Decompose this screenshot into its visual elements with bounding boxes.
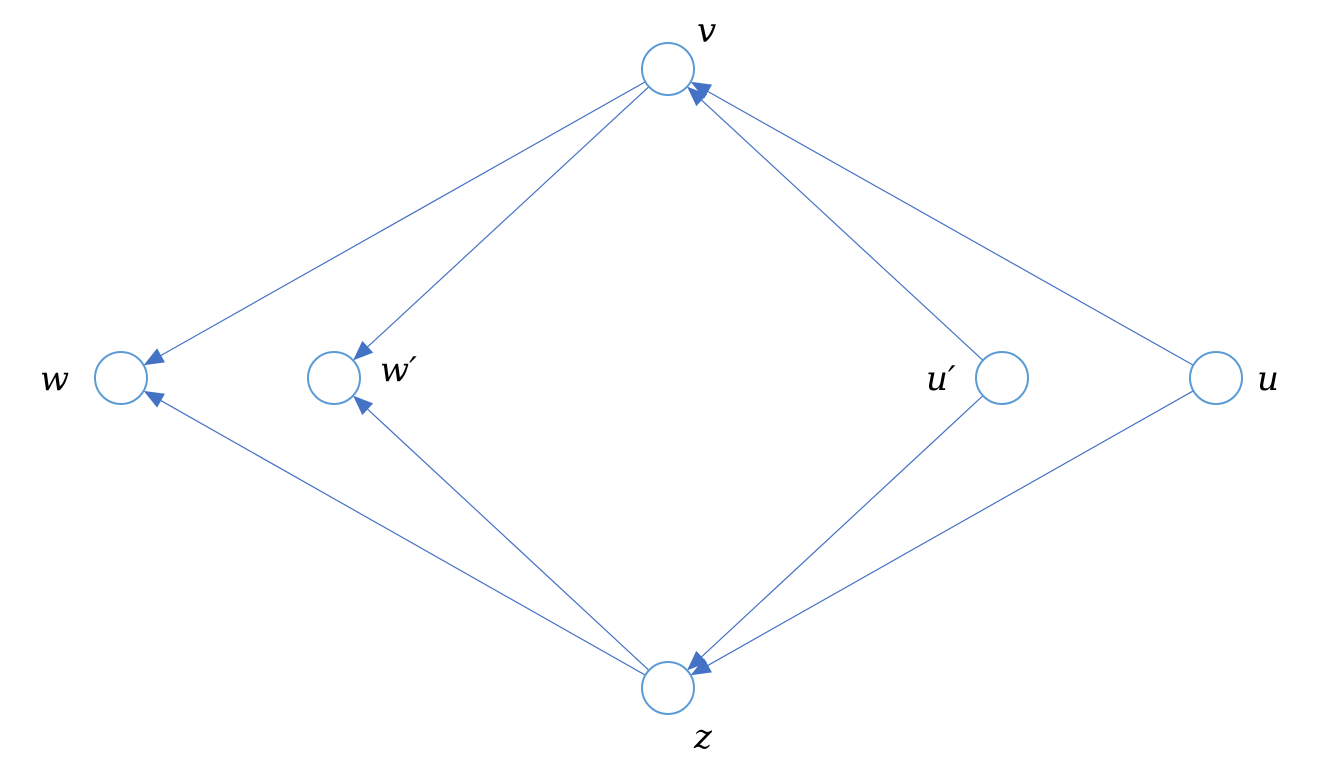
- arrowhead-z-to-w: [143, 390, 165, 408]
- node-label-w: w: [40, 359, 69, 399]
- node-label-v: v: [697, 11, 716, 51]
- edge-z-to-w: [157, 398, 646, 676]
- node-v: [641, 42, 695, 96]
- arrowhead-u_prime-to-z: [687, 650, 708, 671]
- node-u_prime: [975, 351, 1029, 405]
- nodes-layer: [94, 42, 1243, 715]
- edge-v-to-w: [157, 81, 646, 358]
- node-u: [1189, 351, 1243, 405]
- node-label-z: z: [693, 717, 713, 757]
- arrowhead-z-to-w_prime: [353, 395, 374, 416]
- node-label-u: u: [1257, 359, 1279, 399]
- arrowhead-u_prime-to-v: [687, 86, 708, 107]
- node-label-w_prime: w′: [380, 350, 417, 390]
- edges-layer: [143, 81, 1194, 676]
- arrowhead-u-to-z: [690, 658, 712, 676]
- node-z: [641, 661, 695, 715]
- edge-u_prime-to-v: [698, 97, 984, 361]
- node-w_prime: [307, 351, 361, 405]
- arrowhead-v-to-w_prime: [353, 340, 374, 361]
- arrowhead-v-to-w: [143, 348, 165, 366]
- node-w: [94, 351, 148, 405]
- edge-v-to-w_prime: [364, 86, 650, 350]
- edge-u-to-v: [704, 89, 1194, 366]
- node-label-u_prime: u′: [926, 359, 956, 399]
- edge-u-to-z: [704, 390, 1194, 668]
- labels-layer: v w w′ u′ u z: [40, 11, 1279, 757]
- arrowhead-u-to-v: [690, 81, 712, 99]
- edge-z-to-w_prime: [364, 406, 650, 671]
- edge-u_prime-to-z: [698, 395, 984, 660]
